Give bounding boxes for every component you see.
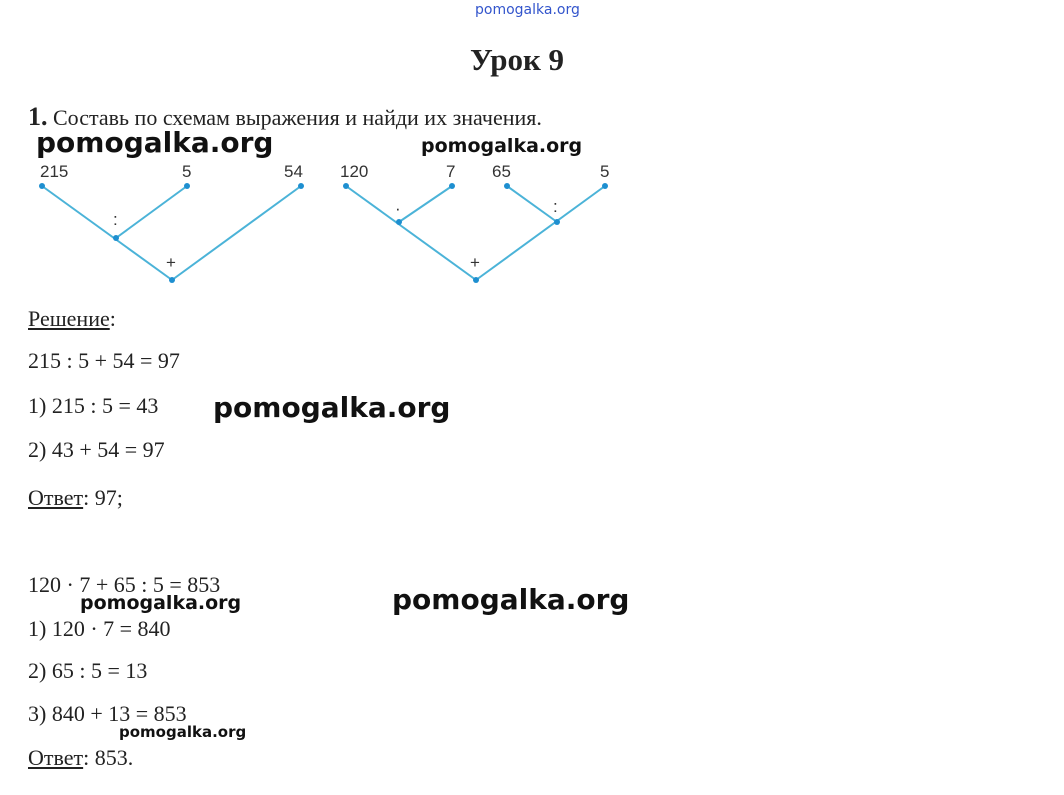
solution-label: Решение: [28, 306, 110, 331]
step: 2) 43 + 54 = 97: [28, 437, 165, 462]
leaf-label: 65: [492, 162, 511, 181]
answer-label: Ответ: [28, 485, 84, 510]
expression-2: 120 · 7 + 65 : 5 = 853: [28, 572, 221, 597]
answer-value: : 97;: [83, 485, 123, 510]
step: 1) 120 · 7 = 840: [28, 616, 171, 641]
task-text: Составь по схемам выражения и найди их з…: [53, 105, 542, 130]
watermark: pomogalka.org: [392, 583, 630, 616]
step: 2) 65 : 5 = 13: [28, 658, 148, 683]
answer-2: Ответ: 853.: [28, 745, 133, 771]
op-label: +: [166, 253, 176, 272]
watermark: pomogalka.org: [213, 391, 451, 424]
op-label: ·: [395, 199, 401, 218]
leaf-label: 7: [446, 162, 455, 181]
op-label: :: [553, 197, 558, 216]
watermark: pomogalka.org: [421, 135, 583, 157]
leaf-label: 54: [284, 162, 303, 181]
watermark: pomogalka.org: [80, 592, 242, 614]
page-title: Урок 9: [470, 42, 565, 77]
leaf-label: 5: [600, 162, 609, 181]
solution-heading: Решение:: [28, 306, 116, 331]
diagram-1-lines: [41, 185, 606, 281]
op-label: :: [113, 210, 118, 229]
leaf-label: 5: [182, 162, 191, 181]
step: 1) 215 : 5 = 43: [28, 393, 159, 418]
watermark: pomogalka.org: [36, 126, 274, 159]
diagram-nodes: [39, 183, 608, 283]
op-label: +: [470, 253, 480, 272]
expression-diagrams: 215 5 54 : + 120 7 65 5 · : +: [39, 162, 609, 283]
expression-1: 215 : 5 + 54 = 97: [28, 348, 180, 373]
watermark: pomogalka.org: [475, 2, 580, 18]
step: 3) 840 + 13 = 853: [28, 701, 187, 726]
answer-label: Ответ: [28, 745, 84, 770]
answer-1: Ответ: 97;: [28, 485, 123, 511]
watermark: pomogalka.org: [119, 723, 247, 741]
leaf-label: 215: [40, 162, 68, 181]
task-number: 1.: [28, 102, 48, 131]
task-heading: 1. Составь по схемам выражения и найди и…: [28, 102, 542, 132]
answer-value: : 853.: [83, 745, 134, 770]
leaf-label: 120: [340, 162, 368, 181]
